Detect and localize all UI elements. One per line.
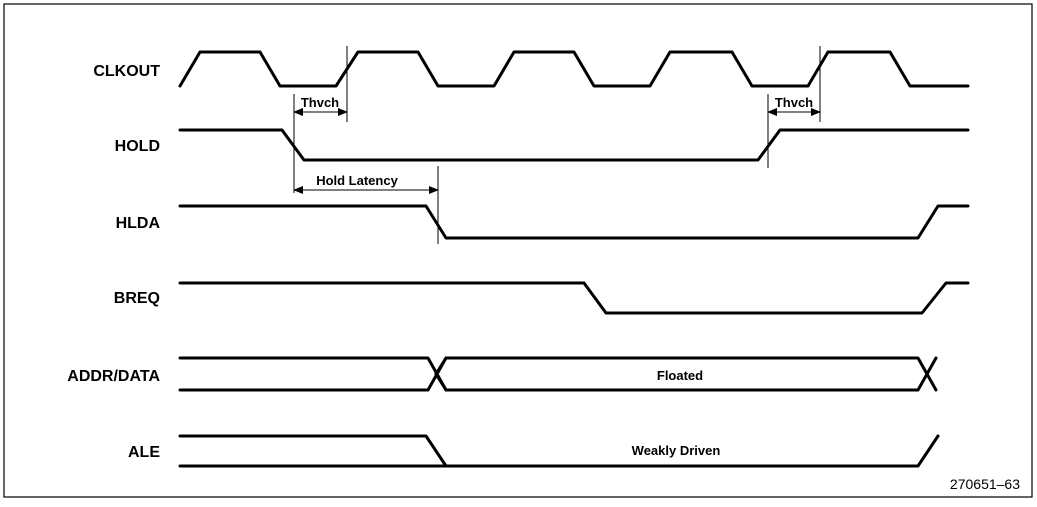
- breq-waveform: [178, 281, 970, 315]
- addr-data-label: ADDR/DATA: [67, 368, 160, 385]
- addr-data-waveform: [178, 356, 938, 392]
- clkout-waveform: [178, 50, 970, 88]
- hlda-waveform: [178, 204, 970, 240]
- hold-latency-text: Hold Latency: [316, 173, 398, 188]
- floated-text: Floated: [657, 368, 703, 383]
- ale-label: ALE: [128, 444, 160, 461]
- thvch-left-annotation: Thvch: [293, 95, 348, 116]
- ale-waveform: [178, 434, 940, 468]
- hold-label: HOLD: [115, 138, 160, 155]
- hold-latency-annotation: Hold Latency: [293, 173, 439, 194]
- hold-waveform: [178, 128, 970, 162]
- breq-label: BREQ: [114, 290, 160, 307]
- figure-id: 270651–63: [950, 476, 1020, 492]
- thvch-left-text: Thvch: [301, 95, 339, 110]
- clkout-label: CLKOUT: [93, 63, 160, 80]
- thvch-right-annotation: Thvch: [767, 95, 821, 116]
- diagram-border: [3, 3, 1033, 498]
- thvch-right-text: Thvch: [775, 95, 813, 110]
- weakly-driven-text: Weakly Driven: [632, 443, 721, 458]
- hlda-label: HLDA: [116, 215, 161, 232]
